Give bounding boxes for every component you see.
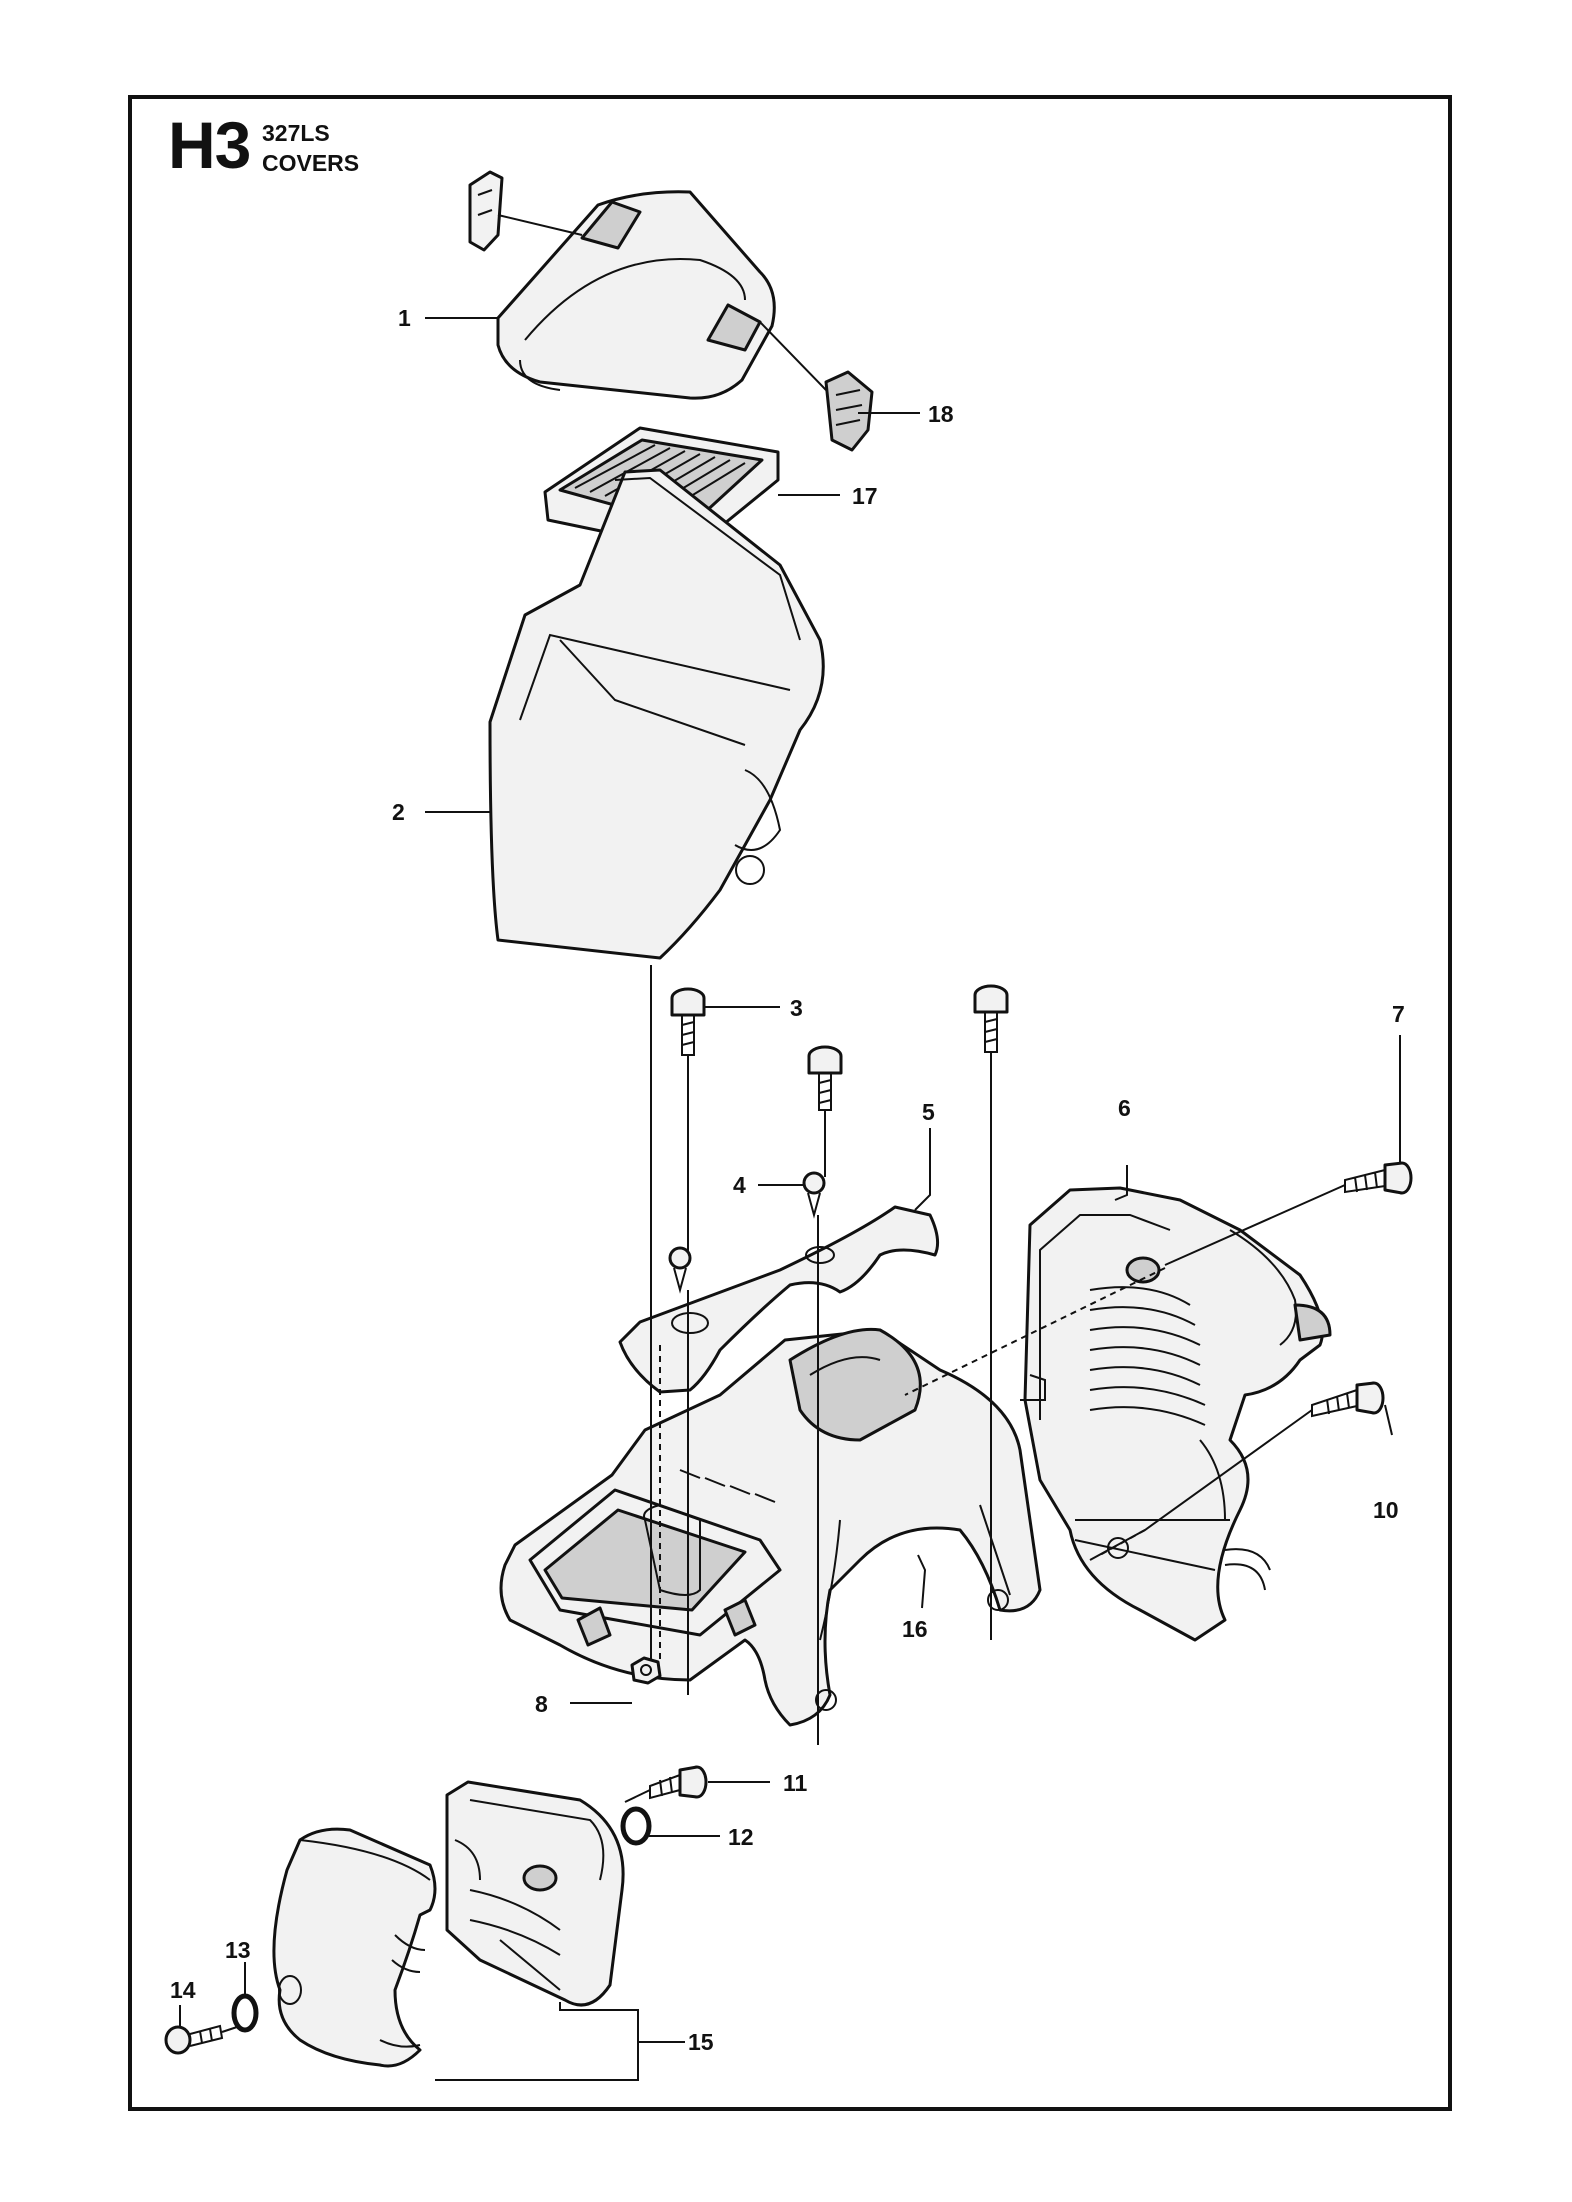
assembly-lines — [221, 965, 1346, 2033]
part-18-clip-lower — [824, 370, 874, 452]
callout-7: 7 — [1392, 1001, 1405, 1027]
callout-12: 12 — [728, 1824, 754, 1850]
part-7-screw — [1344, 1161, 1413, 1195]
callout-16: 16 — [902, 1616, 928, 1642]
callout-labels: 1 2 3 4 5 6 7 8 10 11 12 13 14 15 16 17 … — [170, 305, 1405, 2055]
part-3-screw-left — [670, 987, 706, 1056]
callout-18: 18 — [928, 401, 954, 427]
part-11-screw — [649, 1765, 708, 1800]
callout-1: 1 — [398, 305, 411, 331]
part-12-o-ring — [620, 1806, 652, 1846]
callout-6: 6 — [1118, 1095, 1131, 1121]
callout-4: 4 — [733, 1172, 746, 1198]
callout-14: 14 — [170, 1977, 196, 2003]
header-titles: 327LS COVERS — [262, 118, 359, 178]
section-code: H3 — [168, 108, 251, 182]
part-18-clip-upper — [468, 170, 504, 252]
part-4-screw-lower — [668, 1246, 692, 1294]
part-15-muffler-guard-inner — [445, 1780, 625, 2007]
callout-17: 17 — [852, 483, 878, 509]
part-5-top-handle — [618, 1205, 940, 1394]
part-2-filter-housing — [488, 468, 825, 960]
callout-15: 15 — [688, 2029, 714, 2055]
callout-5: 5 — [922, 1099, 935, 1125]
callout-3: 3 — [790, 995, 803, 1021]
part-3-screw-center — [807, 1045, 843, 1111]
callout-leaders — [179, 317, 1401, 2081]
part-8-nut — [630, 1656, 662, 1685]
callout-11: 11 — [783, 1770, 808, 1796]
diagram-frame — [128, 95, 1452, 2111]
part-1-filter-cover — [496, 190, 776, 400]
part-10-screw — [1311, 1381, 1385, 1418]
part-14-screw — [164, 2024, 224, 2055]
callout-13: 13 — [225, 1937, 251, 1963]
part-15-muffler-guard-outer — [272, 1827, 437, 2068]
part-13-o-ring — [231, 1993, 259, 2033]
callout-8: 8 — [535, 1691, 548, 1717]
part-16-cylinder-cover — [499, 1327, 1042, 1727]
part-4-screw-upper — [802, 1171, 826, 1219]
part-6-cylinder-shroud — [1020, 1186, 1332, 1642]
part-3-screw-right — [973, 984, 1009, 1053]
model-name: 327LS — [262, 120, 330, 146]
callout-10: 10 — [1373, 1497, 1399, 1523]
section-title: COVERS — [262, 150, 360, 176]
callout-2: 2 — [392, 799, 405, 825]
